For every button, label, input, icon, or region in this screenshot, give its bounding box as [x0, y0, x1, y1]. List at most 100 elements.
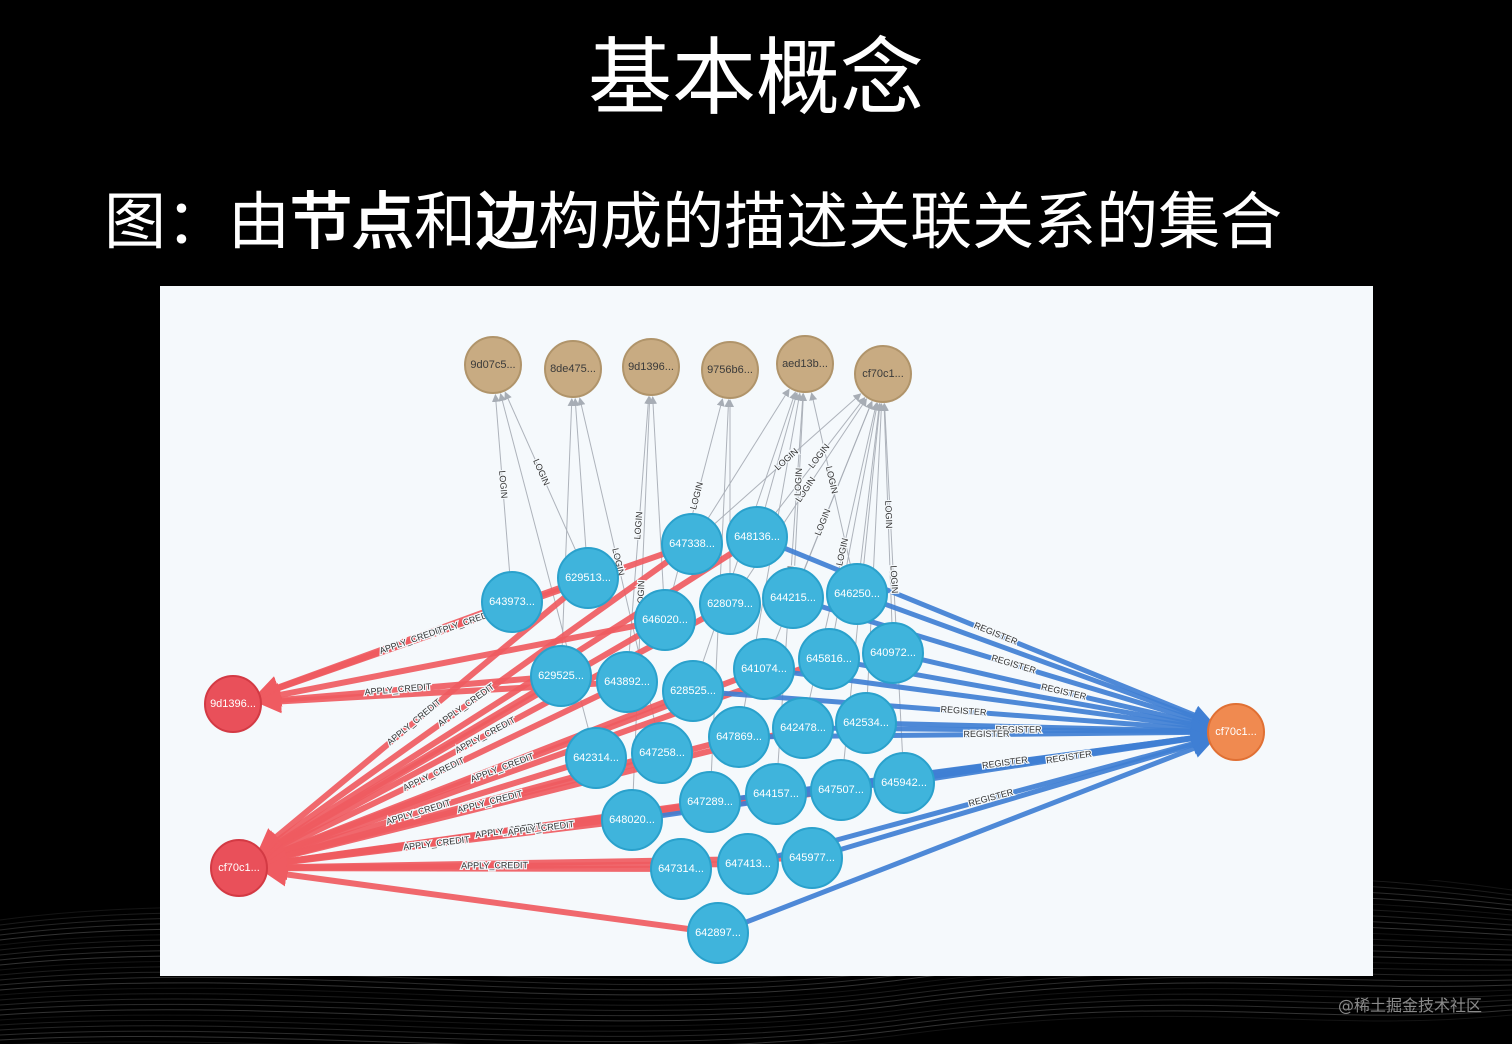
edge-label: APPLY_CREDIT	[378, 624, 445, 656]
wave-line	[11, 1014, 1512, 1044]
node-label: 642314...	[573, 752, 619, 764]
node-label: 629525...	[538, 670, 584, 682]
edge-label: REGISTER	[995, 724, 1042, 734]
node-label: 642534...	[843, 717, 889, 729]
edge-label: LOGIN	[883, 500, 894, 528]
account-node[interactable]: 642314...	[565, 727, 627, 789]
account-node[interactable]: 646250...	[826, 563, 888, 625]
account-node[interactable]: 646020...	[634, 589, 696, 651]
edge-label: LOGIN	[497, 470, 509, 499]
graph-edge	[628, 395, 653, 655]
graph-edge	[649, 395, 664, 593]
node-label: 9d1396...	[210, 698, 256, 710]
account-node[interactable]: 629525...	[530, 645, 592, 707]
graph-edge	[561, 397, 576, 649]
device-node[interactable]: 9756b6...	[701, 341, 759, 399]
graph-edge	[258, 557, 671, 855]
account-node[interactable]: 647869...	[708, 706, 770, 768]
node-label: 647289...	[687, 796, 733, 808]
edge-label: LOGIN	[531, 457, 552, 487]
edge-label: REGISTER	[940, 704, 987, 717]
account-node[interactable]: 645942...	[873, 752, 935, 814]
wave-line	[0, 1004, 1512, 1043]
account-node[interactable]: 647314...	[650, 838, 712, 900]
node-label: 645942...	[881, 777, 927, 789]
device-node[interactable]: 9d07c5...	[464, 336, 522, 394]
node-label: 644157...	[753, 788, 799, 800]
edge-label: LOGIN	[824, 465, 840, 495]
device-node[interactable]: aed13b...	[776, 335, 834, 393]
account-node[interactable]: 648020...	[601, 789, 663, 851]
node-label: 9756b6...	[707, 364, 753, 376]
wave-line	[0, 999, 1512, 1037]
node-label: 648136...	[734, 531, 780, 543]
account-node[interactable]: 644157...	[745, 763, 807, 825]
account-node[interactable]: 645977...	[781, 827, 843, 889]
node-label: 644215...	[770, 592, 816, 604]
account-node[interactable]: 642534...	[835, 692, 897, 754]
node-label: 648020...	[609, 814, 655, 826]
account-node[interactable]: 642478...	[772, 697, 834, 759]
account-node[interactable]: 643973...	[481, 571, 543, 633]
account-node[interactable]: 642897...	[687, 902, 749, 964]
account-node[interactable]: 647289...	[679, 771, 741, 833]
node-label: 9d1396...	[628, 361, 674, 373]
subtitle-part: 图：由	[104, 185, 291, 258]
node-label: 647507...	[818, 784, 864, 796]
device-node[interactable]: 9d1396...	[622, 338, 680, 396]
nodes-layer: 9d07c5... 8de475... 9d1396... 9756b6... aed1…	[204, 335, 1265, 964]
credit-target-node[interactable]: cf70c1...	[210, 839, 268, 897]
account-node[interactable]: 648136...	[726, 506, 788, 568]
slide-subtitle: 图：由节点和边构成的描述关联关系的集合	[104, 182, 1282, 262]
account-node[interactable]: 645816...	[798, 628, 860, 690]
account-node[interactable]: 644215...	[762, 567, 824, 629]
edge-label: REGISTER	[963, 729, 1010, 739]
device-node[interactable]: 8de475...	[544, 340, 602, 398]
graph-edge	[774, 734, 1212, 860]
node-label: 640972...	[870, 647, 916, 659]
graph-edge	[260, 691, 604, 859]
edge-label: REGISTER	[1045, 749, 1092, 766]
node-label: cf70c1...	[218, 862, 260, 874]
account-node[interactable]: 629513...	[557, 547, 619, 609]
credit-target-node[interactable]: 9d1396...	[204, 675, 262, 733]
node-label: 643973...	[489, 596, 535, 608]
account-node[interactable]: 641074...	[733, 638, 795, 700]
device-node[interactable]: cf70c1...	[854, 345, 912, 403]
node-label: 645977...	[789, 852, 835, 864]
graph-edge	[919, 656, 1212, 732]
edge-label: APPLY_CREDIT	[507, 819, 575, 838]
node-label: cf70c1...	[1215, 726, 1257, 738]
account-node[interactable]: 647507...	[810, 759, 872, 821]
node-label: 647258...	[639, 747, 685, 759]
graph-edge	[764, 391, 799, 511]
graph-edge	[882, 601, 1213, 727]
account-node[interactable]: 647413...	[717, 833, 779, 895]
edge-label: LOGIN	[813, 507, 833, 537]
node-label: 628079...	[707, 598, 753, 610]
account-node[interactable]: 640972...	[862, 622, 924, 684]
edge-label: APPLY_CREDIT	[403, 834, 471, 852]
register-target-node[interactable]: cf70c1...	[1207, 703, 1265, 761]
subtitle-part: 边	[476, 185, 539, 258]
graph-edge	[571, 397, 587, 551]
node-label: 647314...	[658, 863, 704, 875]
account-node[interactable]: 647258...	[631, 722, 693, 784]
node-label: 647869...	[716, 731, 762, 743]
account-node[interactable]: 628079...	[699, 573, 761, 635]
account-node[interactable]: 628525...	[662, 660, 724, 722]
node-label: 646250...	[834, 588, 880, 600]
node-label: 628525...	[670, 685, 716, 697]
graph-edge	[880, 402, 893, 626]
node-label: 647338...	[669, 538, 715, 550]
node-label: 642897...	[695, 927, 741, 939]
edge-label: APPLY_CREDIT	[461, 860, 528, 871]
node-label: 9d07c5...	[470, 359, 515, 371]
watermark: @稀土掘金技术社区	[1337, 996, 1482, 1015]
graph-edge	[893, 720, 1212, 741]
account-node[interactable]: 647338...	[661, 513, 723, 575]
node-label: 8de475...	[550, 363, 596, 375]
graph-edge	[809, 392, 852, 567]
account-node[interactable]: 643892...	[596, 651, 658, 713]
